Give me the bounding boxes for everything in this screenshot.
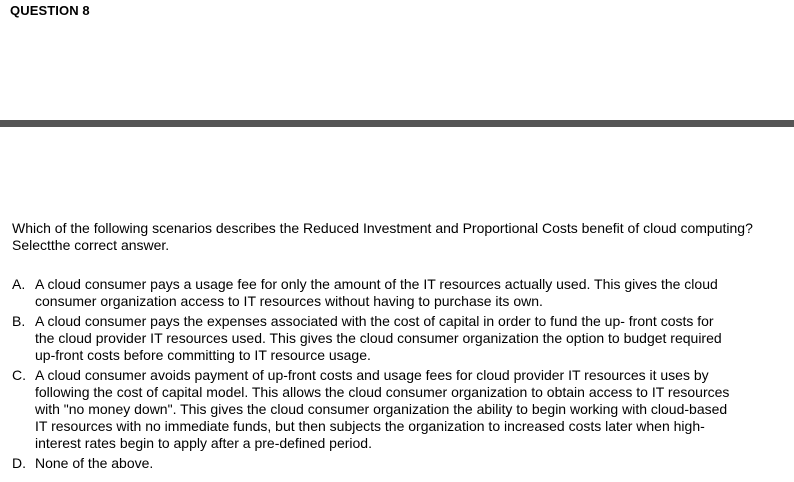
answer-option-a[interactable]: A. A cloud consumer pays a usage fee for… xyxy=(12,276,782,310)
question-text: Which of the following scenarios describ… xyxy=(12,220,753,253)
option-letter: B. xyxy=(12,313,26,329)
answer-option-c[interactable]: C. A cloud consumer avoids payment of up… xyxy=(12,367,782,452)
answer-option-d[interactable]: D. None of the above. xyxy=(12,455,782,472)
option-letter: A. xyxy=(12,276,26,292)
question-number-heading: QUESTION 8 xyxy=(10,3,90,18)
section-divider xyxy=(0,120,794,127)
answer-options-list: A. A cloud consumer pays a usage fee for… xyxy=(12,276,782,475)
option-text: A cloud consumer pays the expenses assoc… xyxy=(35,313,722,363)
answer-option-b[interactable]: B. A cloud consumer pays the expenses as… xyxy=(12,313,782,364)
option-text: A cloud consumer pays a usage fee for on… xyxy=(35,276,718,309)
option-text: None of the above. xyxy=(35,455,154,471)
option-letter: C. xyxy=(12,367,26,383)
option-letter: D. xyxy=(12,455,26,471)
option-text: A cloud consumer avoids payment of up-fr… xyxy=(35,367,730,451)
